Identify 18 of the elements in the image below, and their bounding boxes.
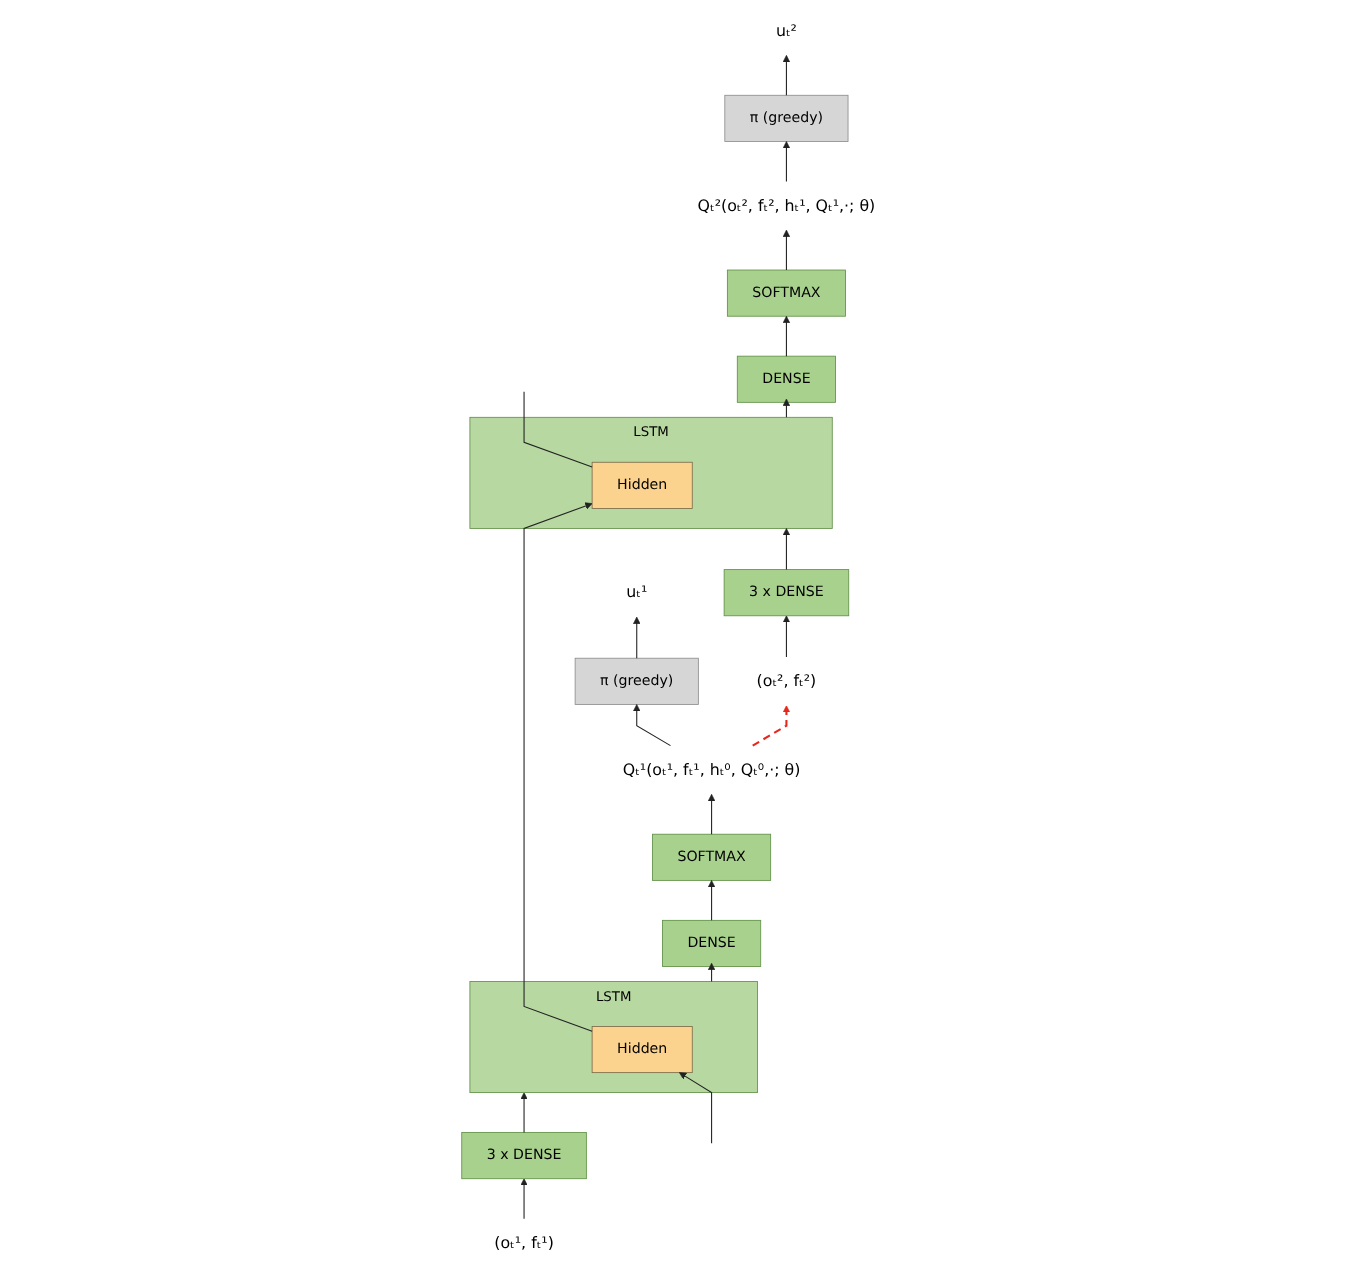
arrow xyxy=(782,398,791,418)
arrow xyxy=(782,229,791,271)
arrow xyxy=(523,502,593,1032)
dashed-arrow xyxy=(752,705,791,747)
arrow xyxy=(782,55,791,96)
arrow xyxy=(782,141,791,182)
arrow xyxy=(782,315,791,357)
arrow xyxy=(520,1092,528,1134)
arrow xyxy=(679,1072,713,1144)
connector-line xyxy=(523,391,593,468)
arrow xyxy=(707,962,716,983)
arrow xyxy=(707,880,716,921)
arrow xyxy=(633,616,641,659)
arrow xyxy=(782,528,791,571)
arrow xyxy=(633,704,671,747)
arrow xyxy=(707,793,716,835)
arrow xyxy=(520,1178,528,1220)
arrow xyxy=(782,615,791,658)
